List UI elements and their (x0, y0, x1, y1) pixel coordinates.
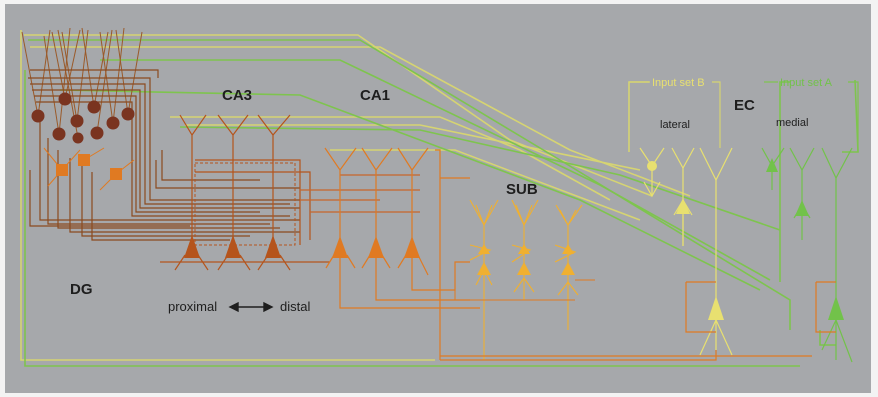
label-dg: DG (70, 281, 93, 298)
label-ec: EC (734, 97, 755, 114)
label-ca1: CA1 (360, 87, 390, 104)
ca1-cells (325, 148, 480, 360)
ec-medial-somata (766, 158, 844, 320)
ec-deep-loops (440, 282, 836, 360)
label-lateral: lateral (660, 119, 690, 131)
dg-granule-cells (32, 93, 135, 144)
ca3-cells (160, 115, 330, 270)
label-proximal: proximal (168, 299, 217, 314)
input-a-label: Input set A (780, 77, 833, 89)
ca3-somata (184, 235, 281, 258)
input-label-boxes (629, 82, 858, 152)
label-ca3: CA3 (222, 87, 252, 104)
input-b-pathway (21, 30, 690, 360)
double-arrow-icon (230, 303, 272, 311)
ec-medial-cells (762, 148, 852, 362)
input-b-label: Input set B (652, 77, 705, 89)
label-medial: medial (776, 117, 808, 129)
ca1-somata (332, 236, 420, 258)
schaffer-collaterals (300, 175, 420, 212)
subiculum-cells (470, 200, 582, 360)
label-distal: distal (280, 299, 310, 314)
label-sub: SUB (506, 181, 538, 198)
